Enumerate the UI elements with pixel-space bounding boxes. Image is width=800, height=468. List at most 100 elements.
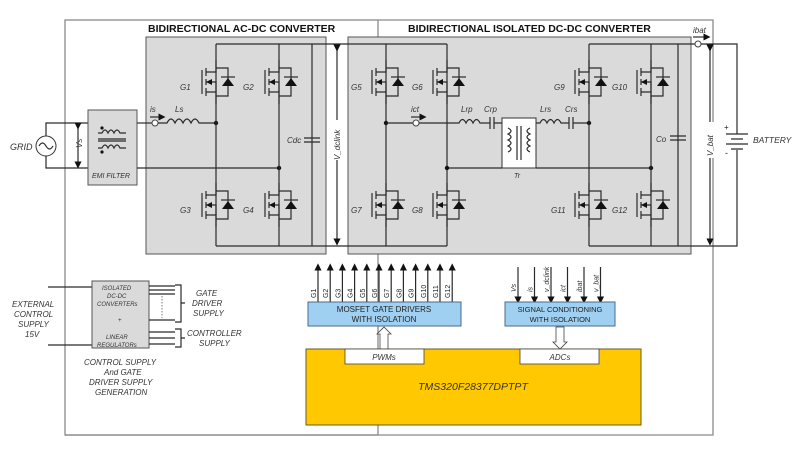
signal-label-ict: ict <box>561 284 568 292</box>
svg-text:CONTROLLER: CONTROLLER <box>187 329 242 338</box>
gate-driver-supply-label: GATE DRIVER SUPPLY <box>192 289 225 318</box>
control-supply-caption: CONTROL SUPPLY And GATE DRIVER SUPPLY GE… <box>84 358 157 397</box>
battery-plus: + <box>724 123 729 132</box>
control-supply-block <box>91 280 150 349</box>
external-supply-label: EXTERNAL CONTROL SUPPLY 15V <box>12 300 54 339</box>
lrs-inductor-icon <box>536 118 569 125</box>
g2-label: G2 <box>243 83 254 92</box>
signal-label-vdclink: v_dclink <box>544 266 551 292</box>
svg-text:+: + <box>118 318 122 324</box>
gate-arrow-label-g4: G4 <box>348 289 355 298</box>
g10-label: G10 <box>612 83 628 92</box>
acdc-converter-panel <box>145 36 327 255</box>
g3-label: G3 <box>180 206 191 215</box>
signal-conditioning-block <box>504 301 616 327</box>
ict-label: ict <box>411 105 420 114</box>
svg-text:LINEAR: LINEAR <box>106 335 128 341</box>
grid-label: GRID <box>10 142 33 152</box>
gate-arrow-label-g6: G6 <box>372 289 379 298</box>
emi-filter-block <box>87 109 138 186</box>
gate-arrow-label-g9: G9 <box>409 289 416 298</box>
g1-label: G1 <box>180 83 191 92</box>
crp-capacitor-icon <box>489 117 502 129</box>
signal-label-vbat: v_bat <box>594 274 601 292</box>
signal-label-is: is <box>528 286 535 292</box>
dcdc-title: BIDIRECTIONAL ISOLATED DC-DC CONVERTER <box>408 23 651 35</box>
lrp-inductor-icon <box>419 118 490 125</box>
svg-text:DRIVER: DRIVER <box>192 299 222 308</box>
pwm-bus-arrow <box>376 326 392 350</box>
lrp-label: Lrp <box>461 105 473 114</box>
gate-arrow-label-g2: G2 <box>323 289 330 298</box>
gate-arrow-label-g5: G5 <box>360 289 367 298</box>
svg-text:EXTERNAL: EXTERNAL <box>12 300 54 309</box>
signal-label-ibat: ibat <box>577 280 584 292</box>
g4-label: G4 <box>243 206 254 215</box>
controller-supply-label: CONTROLLER SUPPLY <box>187 329 242 348</box>
pwm-port <box>344 348 425 365</box>
crp-label: Crp <box>484 105 497 114</box>
sine-wave-icon <box>38 142 54 150</box>
gate-driver-line2: WITH ISOLATION <box>352 315 417 324</box>
vs-label: Vs <box>75 139 84 148</box>
gate-arrow-label-g7: G7 <box>384 289 391 298</box>
svg-text:And GATE: And GATE <box>103 368 142 377</box>
svg-text:SUPPLY: SUPPLY <box>199 339 231 348</box>
ls-label: Ls <box>175 105 183 114</box>
g12-label: G12 <box>612 206 628 215</box>
ict-sense-port <box>412 119 420 127</box>
svg-text:GENERATION: GENERATION <box>95 388 148 397</box>
vbat-label: V_bat <box>706 134 715 156</box>
battery-label: BATTERY <box>753 135 793 145</box>
svg-text:CONVERTERs: CONVERTERs <box>97 302 138 308</box>
control-supply-block-text: ISOLATED DC-DC CONVERTERs + LINEAR REGUL… <box>97 286 138 349</box>
signal-label-vs: Vs <box>511 283 518 292</box>
ls-inductor-icon <box>158 118 216 125</box>
mcu-name: TMS320F28377DPTPT <box>418 381 529 393</box>
vdclink-label: V_dclink <box>333 129 342 160</box>
ibat-sense-port <box>694 40 702 48</box>
gate-driver-supply-bracket <box>175 284 185 323</box>
g8-label: G8 <box>412 206 423 215</box>
svg-text:SUPPLY: SUPPLY <box>18 320 50 329</box>
g9-label: G9 <box>554 83 565 92</box>
svg-text:CONTROL: CONTROL <box>14 310 53 319</box>
svg-text:GATE: GATE <box>196 289 218 298</box>
svg-text:SUPPLY: SUPPLY <box>193 309 225 318</box>
svg-text:DC-DC: DC-DC <box>107 294 127 300</box>
cdc-label: Cdc <box>287 136 301 145</box>
is-sense-port <box>151 119 159 127</box>
svg-text:CONTROL SUPPLY: CONTROL SUPPLY <box>84 358 157 367</box>
battery-icon <box>726 133 748 150</box>
signal-conditioning-line1: SIGNAL CONDITIONING <box>518 305 603 314</box>
gate-driver-line1: MOSFET GATE DRIVERS <box>337 305 431 314</box>
gate-driver-block <box>307 301 462 327</box>
gate-arrow-label-g10: G10 <box>421 285 428 298</box>
is-label: is <box>150 105 156 114</box>
gate-arrow-label-g12: G12 <box>445 285 452 298</box>
svg-text:15V: 15V <box>25 330 40 339</box>
transformer-block <box>501 117 537 169</box>
svg-text:ISOLATED: ISOLATED <box>102 286 132 292</box>
g5-label: G5 <box>351 83 362 92</box>
emi-inductor-icon <box>98 129 126 135</box>
g7-label: G7 <box>351 206 362 215</box>
adc-port <box>519 348 600 365</box>
g6-label: G6 <box>412 83 423 92</box>
adc-bus-arrow <box>552 326 568 350</box>
crs-label: Crs <box>565 105 577 114</box>
gate-arrow-label-g1: G1 <box>311 289 318 298</box>
emi-filter-label: EMI FILTER <box>92 173 130 180</box>
signal-conditioning-line2: WITH ISOLATION <box>530 315 591 324</box>
transformer-windings-icon <box>506 127 532 153</box>
svg-text:REGULATORs: REGULATORs <box>97 343 137 349</box>
svg-text:DRIVER SUPPLY: DRIVER SUPPLY <box>89 378 153 387</box>
tr-label: Tr <box>514 173 521 180</box>
adc-port-label: ADCs <box>549 353 571 362</box>
crs-capacitor-icon <box>568 117 589 129</box>
gate-arrow-label-g8: G8 <box>396 289 403 298</box>
battery-minus: - <box>725 148 728 158</box>
